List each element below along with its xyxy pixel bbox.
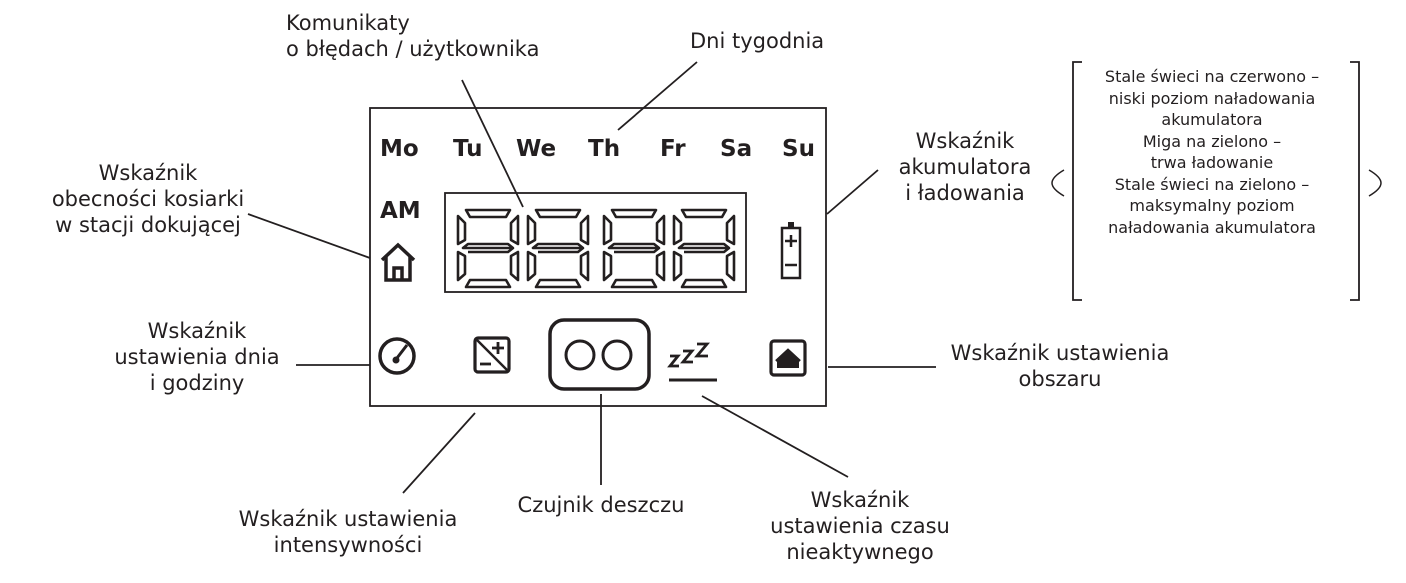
day-thursday: Th [588,136,621,162]
leader-intensity [402,412,476,494]
clock-dial-icon [378,337,416,375]
leader-error-messages [461,79,524,208]
day-wednesday: We [516,136,557,162]
label-battery: Wskaźnik akumulatora i ładowania [898,129,1032,205]
day-saturday: Sa [720,136,753,162]
digit-3 [602,208,666,289]
leader-weekdays [617,61,698,131]
day-friday: Fr [660,136,686,162]
digit-4 [672,208,736,289]
battery-note-brackets [1051,61,1382,301]
digit-1 [456,208,520,289]
leader-inactive-time [701,395,849,478]
battery-icon [780,222,802,280]
sleep-zzz-icon [667,342,717,382]
battery-status-note: Stale świeci na czerwono – niski poziom … [1104,67,1320,237]
day-monday: Mo [380,136,419,162]
label-intensity: Wskaźnik ustawienia intensywności [238,507,458,557]
digit-2 [526,208,590,289]
control-panel-frame [369,107,827,407]
rain-sensor-icon [548,318,651,391]
day-tuesday: Tu [453,136,483,162]
am-indicator: AM [380,198,421,224]
label-inactive-time: Wskaźnik ustawienia czasu nieaktywnego [770,488,950,564]
home-icon [380,242,416,282]
digit-display-frame [444,192,747,293]
day-sunday: Su [782,136,815,162]
segment-digits [456,208,736,289]
intensity-plus-minus-icon [473,336,511,374]
label-dock-presence: Wskaźnik obecności kosiarki w stacji dok… [51,161,245,237]
leader-battery [826,169,879,215]
label-rain-sensor: Czujnik deszczu [517,493,685,517]
label-area-setting: Wskaźnik ustawienia obszaru [950,341,1170,391]
leader-dock-presence [247,213,371,259]
area-home-icon [769,339,807,377]
label-date-time: Wskaźnik ustawienia dnia i godziny [114,319,280,395]
label-error-messages: Komunikaty o błędach / użytkownika [286,11,540,61]
label-weekdays: Dni tygodnia [690,29,825,53]
callout-lines [247,61,936,494]
